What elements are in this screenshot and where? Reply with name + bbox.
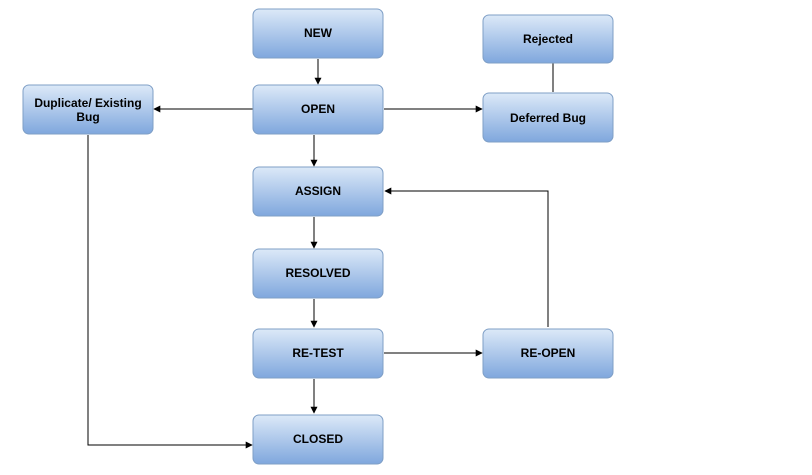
node-open: OPEN [252, 84, 384, 135]
edge-duplicate-closed [87, 135, 253, 449]
node-retest: RE-TEST [252, 328, 384, 379]
edge-reopen-assign [384, 187, 549, 327]
node-assign: ASSIGN [252, 166, 384, 217]
node-duplicate: Duplicate/ Existing Bug [22, 84, 154, 135]
node-deferred: Deferred Bug [482, 92, 614, 143]
node-rejected-label: Rejected [523, 32, 573, 46]
node-open-label: OPEN [301, 102, 335, 116]
node-closed: CLOSED [252, 414, 384, 465]
node-duplicate-label-line2: Bug [76, 110, 99, 124]
node-reopen: RE-OPEN [482, 328, 614, 379]
node-retest-label: RE-TEST [292, 346, 344, 360]
node-rejected: Rejected [482, 14, 614, 64]
node-closed-label: CLOSED [293, 432, 343, 446]
node-new-label: NEW [304, 26, 333, 40]
node-deferred-label: Deferred Bug [510, 111, 586, 125]
node-reopen-label: RE-OPEN [521, 346, 576, 360]
node-duplicate-label-line1: Duplicate/ Existing [34, 96, 141, 110]
node-resolved: RESOLVED [252, 248, 384, 299]
node-assign-label: ASSIGN [295, 184, 341, 198]
node-new: NEW [252, 8, 384, 59]
node-resolved-label: RESOLVED [285, 266, 350, 280]
edges [87, 56, 557, 449]
